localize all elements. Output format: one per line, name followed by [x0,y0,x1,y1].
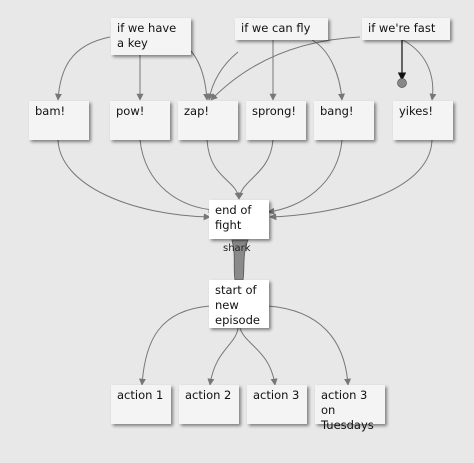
node-sprong[interactable]: sprong! [246,101,306,140]
node-bam[interactable]: bam! [29,101,89,140]
condition-node-fly[interactable]: if we can fly [235,18,328,40]
edge-zap-end [206,139,242,200]
node-action-1[interactable]: action 1 [111,385,171,424]
edge-start-a3 [239,327,278,386]
node-bang[interactable]: bang! [314,101,374,140]
edge-fly-bang [311,39,345,101]
edge-start-a1 [138,305,211,386]
edge-start-a2 [207,327,239,386]
edge-fast-zap [210,36,361,101]
node-pow[interactable]: pow! [110,101,170,140]
node-action-3-tuesdays[interactable]: action 3 on Tuesdays [315,385,385,432]
edge-fly-zap [206,51,239,101]
node-yikes[interactable]: yikes! [393,101,453,140]
node-end-of-fight[interactable]: end of fight [209,200,269,239]
connection-label-shark: shark [223,243,251,254]
condition-node-fast[interactable]: if we're fast [362,18,450,40]
edge-bang-end [267,139,343,215]
edge-fast-yikes [402,39,437,101]
edge-key-bam [54,36,111,101]
edge-pow-end [139,139,216,214]
edge-start-a4 [267,305,352,386]
condition-node-key[interactable]: if we have a key [111,18,191,55]
edge-yikes-end [269,139,433,221]
node-action-3[interactable]: action 3 [247,385,307,424]
node-action-2[interactable]: action 2 [179,385,239,424]
node-start-of-episode[interactable]: start of new episode [209,280,269,328]
edge-bam-end [57,139,211,221]
edge-sprong-end [236,139,274,200]
node-zap[interactable]: zap! [178,101,238,140]
wire-handle [397,78,407,88]
